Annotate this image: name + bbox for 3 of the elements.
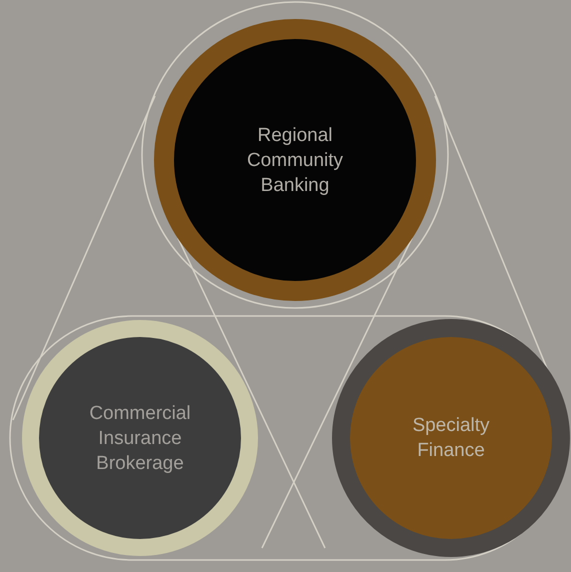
segment-label: Specialty Finance	[411, 414, 491, 463]
segment-label: Regional Community Banking	[246, 124, 344, 198]
segment-label: Commercial Insurance Brokerage	[88, 402, 192, 476]
